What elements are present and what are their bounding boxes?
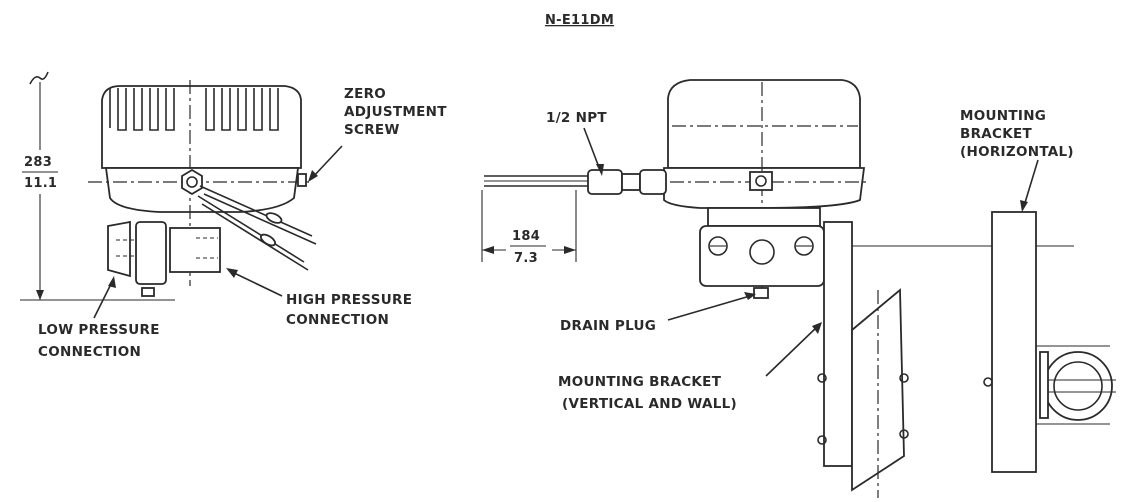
dimension-arrow [482, 246, 494, 254]
flange-port-left [708, 236, 728, 256]
high-pressure-label: CONNECTION [286, 312, 389, 328]
npt-fitting-nut [639, 169, 667, 195]
vertical-mounting-bracket [823, 221, 853, 467]
bracket-bolt [817, 435, 827, 445]
height-dimension-mm: 283 [24, 155, 52, 170]
conduit-fitting-lower [259, 233, 277, 247]
housing-cap [101, 85, 302, 169]
left-side-view: 283 11.1 [18, 71, 447, 360]
flange-right [169, 227, 221, 273]
conduit-lower [197, 195, 305, 263]
process-flange [699, 225, 825, 287]
bracket-bolt [983, 377, 993, 387]
drain-plug [753, 287, 769, 299]
housing-nut [749, 171, 773, 191]
npt-fitting-body [621, 173, 641, 191]
zero-adjustment-label: ADJUSTMENT [344, 104, 447, 120]
leader-arrow [744, 292, 756, 300]
housing-nut-bore [755, 175, 767, 187]
hex-nut [181, 168, 203, 196]
horizontal-bracket-leader [1023, 159, 1039, 207]
housing-fins [109, 88, 279, 131]
width-dimension-mm: 184 [512, 229, 540, 244]
zero-adjustment-label: ZERO [344, 86, 386, 102]
vertical-bracket-label: (VERTICAL AND WALL) [562, 396, 737, 412]
housing-cap [667, 79, 861, 169]
vertical-bracket-label: MOUNTING BRACKET [558, 374, 722, 390]
adapter-block [707, 207, 821, 227]
horizontal-bracket-label: (HORIZONTAL) [960, 144, 1074, 160]
bracket-bolt [817, 373, 827, 383]
flange-left [107, 220, 131, 278]
leader-arrow [812, 322, 822, 334]
dimension-arrow [36, 290, 44, 300]
bracket-bolt [899, 429, 909, 439]
height-dimension-in: 11.1 [24, 176, 57, 191]
clamp-plate [1039, 351, 1049, 419]
hex-nut-bore [186, 176, 198, 188]
conduit-upper-edge [203, 193, 317, 245]
bracket-bolt [899, 373, 909, 383]
low-pressure-label: CONNECTION [38, 344, 141, 360]
mounting-pipe-inner [1053, 361, 1103, 411]
horizontal-bracket-label: BRACKET [960, 126, 1033, 142]
npt-label: 1/2 NPT [546, 110, 607, 126]
conduit-lower-edge [201, 203, 309, 271]
horizontal-bracket-label: MOUNTING [960, 108, 1046, 124]
dimension-arrow [564, 246, 576, 254]
conduit-upper [199, 185, 313, 237]
break-mark [29, 71, 49, 85]
npt-leader [583, 127, 601, 171]
high-pressure-label: HIGH PRESSURE [286, 292, 412, 308]
horizontal-mounting-bracket [991, 211, 1037, 473]
drain-plug-leader [667, 295, 751, 321]
high-pressure-leader [231, 271, 283, 297]
drawing-title: N-E11DM [545, 13, 614, 28]
leader-arrow [596, 164, 604, 176]
npt-fitting-nut [587, 169, 623, 195]
vertical-bracket-leader [765, 325, 819, 377]
leader-arrow [1020, 200, 1028, 212]
low-pressure-label: LOW PRESSURE [38, 322, 160, 338]
flange-port-center [749, 239, 775, 265]
flange-port-right [794, 236, 814, 256]
leader-arrow [108, 276, 116, 288]
housing-body [104, 167, 300, 213]
low-pressure-leader [93, 281, 113, 319]
zero-adjustment-screw [297, 173, 307, 187]
zero-adjustment-label: SCREW [344, 122, 400, 138]
process-flange [135, 221, 167, 285]
zero-screw-leader [311, 145, 343, 179]
leader-arrow [308, 170, 318, 182]
leader-arrow [226, 268, 238, 278]
width-dimension-in: 7.3 [514, 251, 538, 266]
drain-plug-label: DRAIN PLUG [560, 318, 656, 334]
right-front-view: 184 7.3 1/2 NPT DRAIN PLUG MOUNTING [481, 79, 1116, 498]
vent-plug [141, 287, 155, 297]
conduit-fitting-upper [265, 212, 283, 224]
